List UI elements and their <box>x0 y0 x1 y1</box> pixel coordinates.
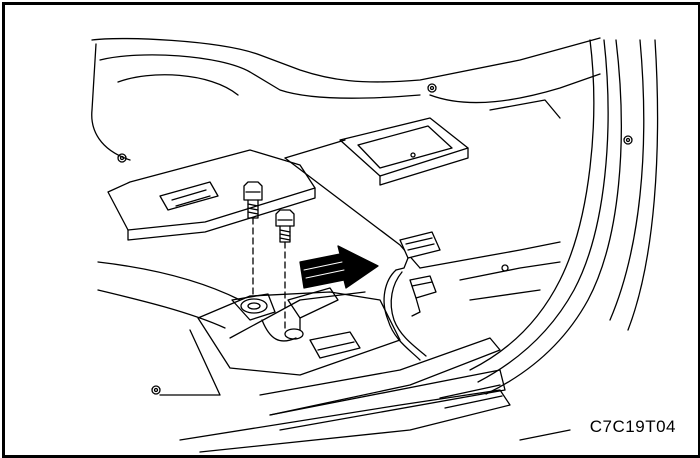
bolt-icon <box>275 209 295 331</box>
figure-code-label: C7C19T04 <box>589 417 676 436</box>
upper-trim-panel <box>91 37 601 161</box>
door-opening-edge <box>469 39 659 441</box>
floor-panel <box>97 99 561 396</box>
sensor-mount-plate <box>197 287 401 376</box>
bolt-icon <box>243 181 263 297</box>
left-bracket-plate <box>107 149 316 241</box>
right-raised-pad <box>339 83 469 186</box>
door-sill <box>179 337 511 453</box>
connector-icon <box>383 231 441 361</box>
direction-arrow-icon <box>299 245 379 289</box>
